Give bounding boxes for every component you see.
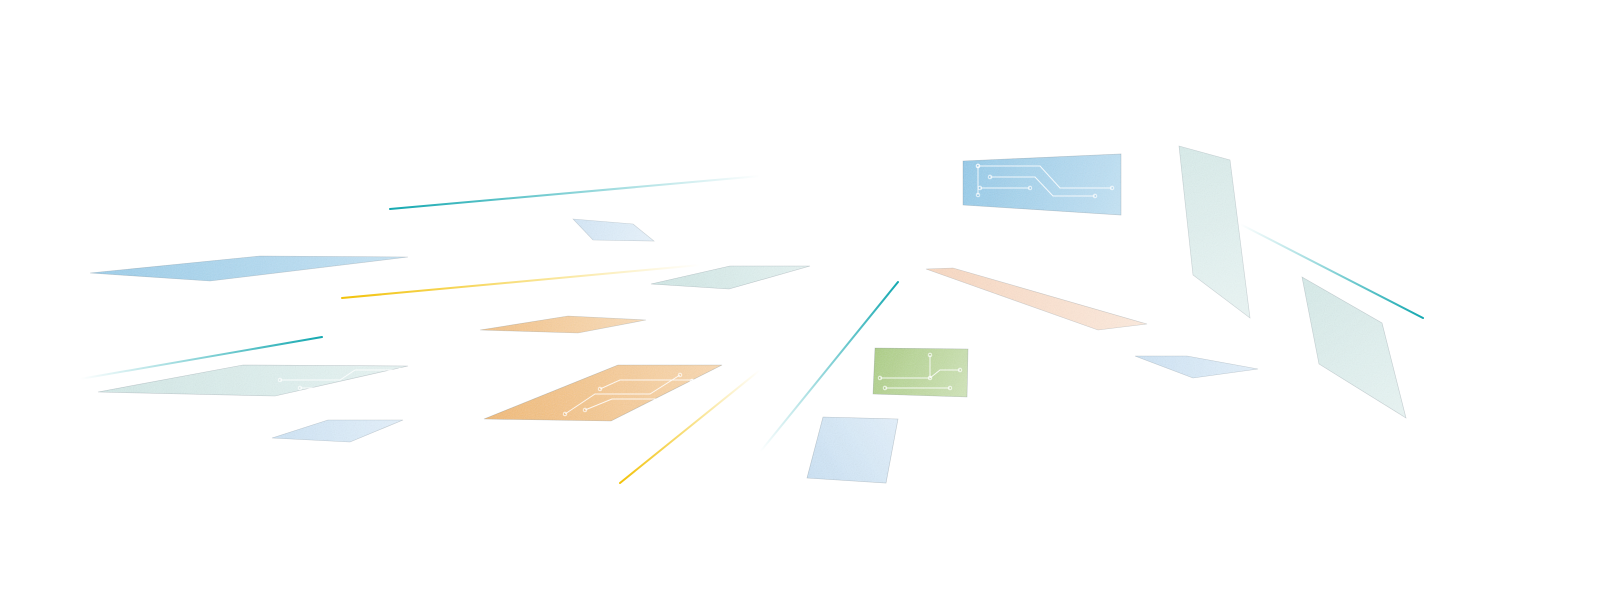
panel-blue-left-strip [89, 255, 409, 282]
circuit-node [1109, 185, 1115, 191]
circuit-trace [990, 176, 1095, 197]
circuit-node [597, 386, 603, 392]
circuit-node [987, 174, 993, 180]
panel-peach-strip [925, 267, 1148, 331]
panel-lightblue-small-top [572, 218, 655, 242]
panel-blue-left-strip-surface [89, 255, 409, 282]
light-streaks [79, 175, 1424, 484]
panel-mint-left-circuit-surface [97, 364, 409, 397]
circuit-node [677, 372, 683, 378]
circuit-trace [300, 377, 376, 389]
circuit-trace [280, 369, 400, 381]
circuit-node [582, 407, 588, 413]
line-teal-top [389, 175, 761, 210]
panel-mint-left-circuit [97, 364, 409, 397]
panel-blue-circuit-top [962, 153, 1122, 216]
panel-mint-far-right-surface [1301, 276, 1407, 419]
circuit-node [697, 377, 703, 383]
circuit-node [372, 375, 378, 381]
panel-lightblue-bottom-center-surface [806, 416, 899, 484]
panel-orange-circuit [483, 364, 723, 422]
circuit-node [947, 385, 953, 391]
circuit-trace [564, 374, 681, 415]
circuit-node [927, 375, 933, 381]
circuit-node [877, 375, 883, 381]
circuit-trace [584, 380, 693, 411]
line-teal-left [79, 336, 323, 380]
panel-lightblue-bottom-left [271, 419, 404, 443]
circuit-trace [880, 369, 960, 379]
panel-lightblue-small-top-surface [572, 218, 655, 242]
line-yellow-top [341, 264, 701, 299]
circuit-node [882, 385, 888, 391]
circuit-node [397, 367, 403, 373]
panel-mint-strip [650, 265, 811, 290]
circuit-node [277, 377, 283, 383]
panel-mint-tall-right-surface [1178, 145, 1251, 319]
floating-panels [89, 145, 1407, 484]
panel-orange-circuit-surface [483, 364, 723, 422]
panel-lightblue-right-small-surface [1134, 355, 1259, 379]
panel-lightblue-bottom-center [806, 416, 899, 484]
line-yellow-bottom [619, 369, 761, 484]
circuit-node [1092, 193, 1098, 199]
circuit-node [689, 378, 695, 384]
panel-mint-strip-surface [650, 265, 811, 290]
panel-orange-small [479, 315, 647, 334]
panel-lightblue-right-small [1134, 355, 1259, 379]
panel-peach-strip-surface [925, 267, 1148, 331]
circuit-node [1027, 185, 1033, 191]
panel-lightblue-bottom-left-surface [271, 419, 404, 443]
circuit-trace [978, 165, 1112, 189]
circuit-node [975, 163, 981, 169]
panel-orange-small-surface [479, 315, 647, 334]
circuit-node [562, 411, 568, 417]
circuit-node [927, 352, 933, 358]
panel-green-circuit [872, 347, 969, 398]
circuit-node [975, 192, 981, 198]
circuit-trace [599, 379, 700, 390]
circuit-node [957, 367, 963, 373]
panel-green-circuit-surface [872, 347, 969, 398]
line-teal-center [759, 281, 899, 453]
panel-mint-far-right [1301, 276, 1407, 419]
circuit-node [297, 385, 303, 391]
panel-mint-tall-right [1178, 145, 1251, 319]
line-teal-right [1239, 223, 1424, 319]
